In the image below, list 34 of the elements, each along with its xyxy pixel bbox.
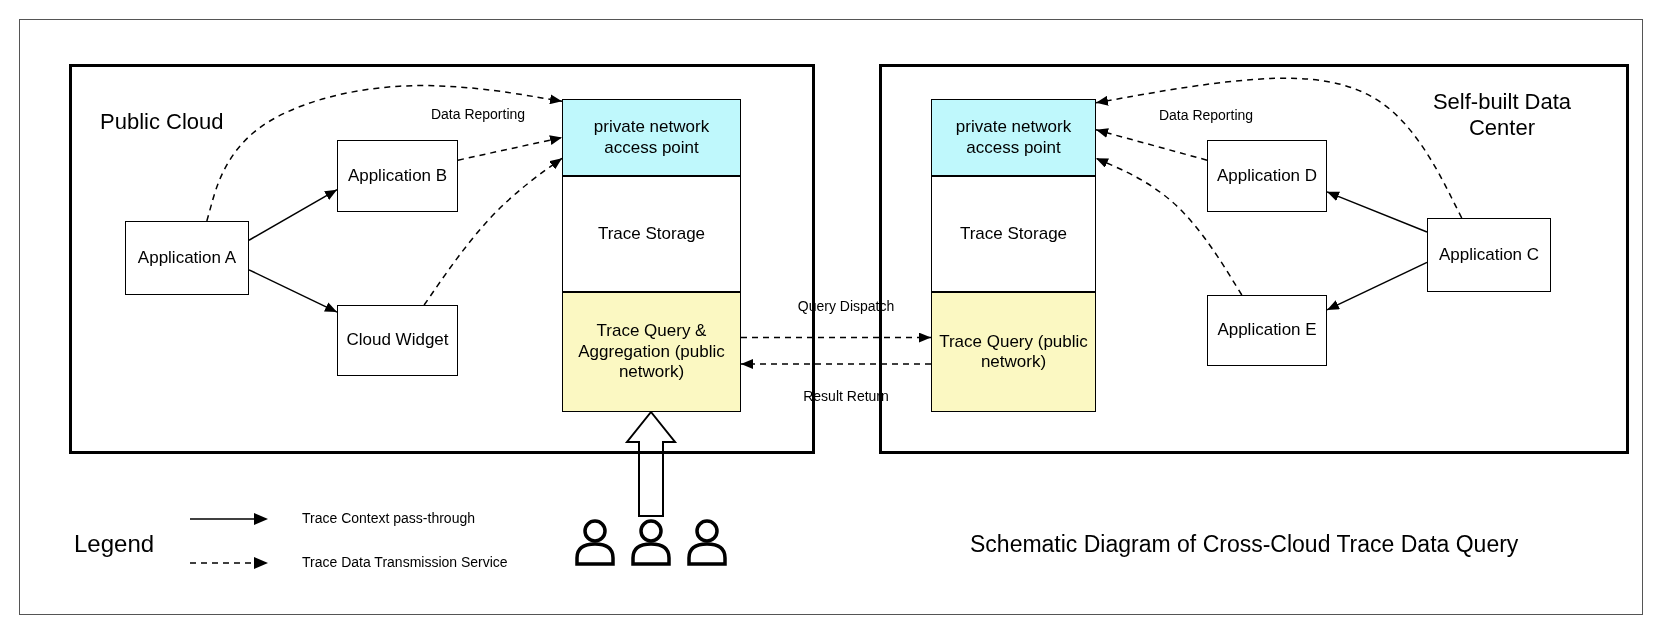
arrow xyxy=(740,359,932,369)
caption: Schematic Diagram of Cross-Cloud Trace Data Query xyxy=(970,531,1519,558)
legend-label: Trace Context pass-through xyxy=(302,510,475,526)
storage-block: Trace Storage xyxy=(931,176,1096,292)
arrow xyxy=(423,157,563,306)
application-box: Application E xyxy=(1207,295,1327,366)
region-title: Public Cloud xyxy=(100,109,224,136)
arrow xyxy=(206,84,563,222)
arrow xyxy=(248,269,338,313)
arrow xyxy=(457,135,563,161)
application-box: Cloud Widget xyxy=(337,305,458,376)
region-title: Self-built Data Center xyxy=(1431,89,1573,142)
query-block: Trace Query (public network) xyxy=(931,292,1096,412)
storage-block: Trace Storage xyxy=(562,176,741,292)
arrow xyxy=(740,332,932,343)
arrow xyxy=(1326,261,1428,311)
application-box: Application A xyxy=(125,221,249,295)
person-icon xyxy=(630,518,672,566)
legend-label: Trace Data Transmission Service xyxy=(302,554,508,570)
access-point-block: private network access point xyxy=(931,99,1096,176)
application-box: Application D xyxy=(1207,140,1327,212)
block-arrow xyxy=(624,410,678,517)
person-icon xyxy=(686,518,728,566)
arrow xyxy=(248,188,338,241)
arrow xyxy=(1326,191,1428,233)
legend-title: Legend xyxy=(74,530,155,558)
application-box: Application C xyxy=(1427,218,1551,292)
arrow xyxy=(1095,128,1208,161)
person-icon xyxy=(574,518,616,566)
arrow xyxy=(1095,157,1243,296)
query-block: Trace Query & Aggregation (public network) xyxy=(562,292,741,412)
application-box: Application B xyxy=(337,140,458,212)
access-point-block: private network access point xyxy=(562,99,741,176)
arrow xyxy=(1095,77,1463,219)
